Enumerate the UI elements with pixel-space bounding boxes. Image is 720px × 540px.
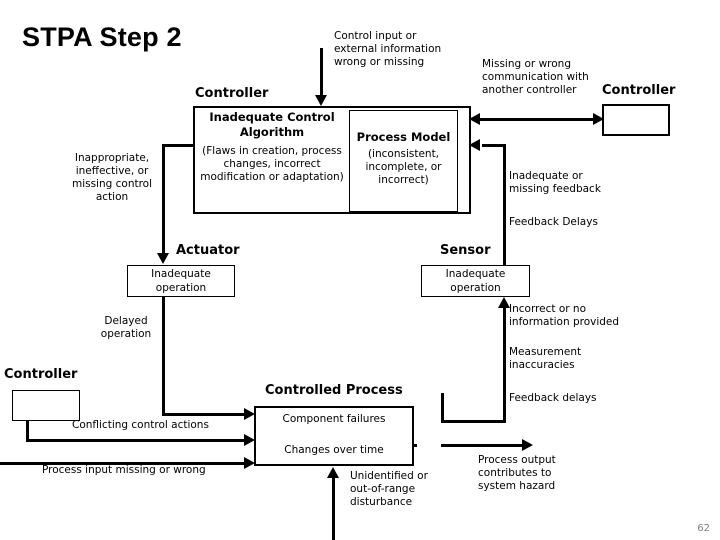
control-input-line xyxy=(320,48,323,97)
process-model-box xyxy=(349,110,458,212)
annotation-control-input: Control input or external information wr… xyxy=(334,30,442,69)
process-to-sensor-line-h xyxy=(441,420,506,423)
actuator-to-process-line-v xyxy=(162,297,165,416)
process-output-arrowhead-icon xyxy=(522,439,533,451)
controlled-process-heading: Controlled Process xyxy=(265,383,403,398)
page-number: 62 xyxy=(697,523,710,534)
annotation-feedback-delays-bottom: Feedback delays xyxy=(509,392,597,404)
process-to-sensor-arrowhead-icon xyxy=(498,297,510,308)
process-model-title: Process Model xyxy=(356,130,451,144)
process-input-line xyxy=(0,462,247,465)
controller-link-line xyxy=(478,118,598,121)
conflicting-action-line-v xyxy=(26,421,29,442)
controlled-process-item2: Changes over time xyxy=(284,444,384,456)
sensor-body: Inadequate operation xyxy=(445,268,506,294)
annotation-feedback-delays-top: Feedback Delays xyxy=(509,216,598,228)
actuator-body: Inadequate operation xyxy=(151,268,211,294)
controller-bottom-left-box xyxy=(12,390,80,421)
feedback-to-controller-line-h xyxy=(482,144,506,147)
disturbance-arrowhead-icon xyxy=(327,467,339,478)
controller-other-heading: Controller xyxy=(602,83,676,98)
controlled-process-box xyxy=(254,406,414,466)
controller-main-heading: Controller xyxy=(195,86,269,101)
feedback-to-controller-line-v xyxy=(503,144,506,267)
control-action-line-h xyxy=(162,144,195,147)
conflicting-action-line-h xyxy=(26,439,247,442)
annotation-process-input-missing: Process input missing or wrong xyxy=(42,464,206,476)
sensor-heading: Sensor xyxy=(440,243,491,258)
controller-other-box xyxy=(602,104,670,136)
controller-bottom-left-heading: Controller xyxy=(4,367,78,382)
actuator-to-process-line-h xyxy=(162,413,247,416)
conflicting-action-arrowhead-icon xyxy=(244,434,255,446)
control-algorithm-title-line1: Inadequate Control xyxy=(209,110,335,124)
sensor-box xyxy=(421,265,530,297)
controller-link-arrowhead-left-icon xyxy=(469,113,480,125)
actuator-heading: Actuator xyxy=(176,243,240,258)
controller-link-arrowhead-right-icon xyxy=(593,113,604,125)
actuator-to-process-arrowhead-icon xyxy=(244,408,255,420)
annotation-delayed-operation: Delayed operation xyxy=(100,315,152,341)
page-title: STPA Step 2 xyxy=(22,22,182,52)
annotation-conflicting-control-actions: Conflicting control actions xyxy=(72,419,209,431)
controlled-process-item1: Component failures xyxy=(282,413,386,425)
annotation-inadequate-control-action: Inappropriate, ineffective, or missing c… xyxy=(71,152,153,204)
process-output-stub xyxy=(414,444,417,447)
feedback-to-controller-arrowhead-icon xyxy=(469,139,480,151)
process-to-sensor-line-v xyxy=(503,307,506,423)
annotation-measurement-inaccuracies: Measurement inaccuracies xyxy=(509,346,582,372)
annotation-process-output: Process output contributes to system haz… xyxy=(478,454,556,493)
disturbance-line xyxy=(332,478,335,540)
control-input-arrowhead-icon xyxy=(315,95,327,106)
annotation-incorrect-info: Incorrect or no information provided xyxy=(509,303,620,329)
process-output-line xyxy=(441,444,525,447)
process-input-arrowhead-icon xyxy=(244,457,255,469)
control-algorithm-body: (Flaws in creation, process changes, inc… xyxy=(200,145,344,184)
control-action-arrowhead-icon xyxy=(157,253,169,264)
control-algorithm-title-line2: Algorithm xyxy=(239,125,305,139)
annotation-inadequate-feedback: Inadequate or missing feedback xyxy=(509,170,601,196)
actuator-box xyxy=(127,265,235,297)
process-right-riser xyxy=(441,393,444,421)
process-model-body: (inconsistent, incomplete, or incorrect) xyxy=(365,148,442,187)
annotation-missing-communication: Missing or wrong communication with anot… xyxy=(482,58,589,97)
control-action-line-v xyxy=(162,144,165,255)
annotation-disturbance: Unidentified or out-of-range disturbance xyxy=(350,470,428,509)
